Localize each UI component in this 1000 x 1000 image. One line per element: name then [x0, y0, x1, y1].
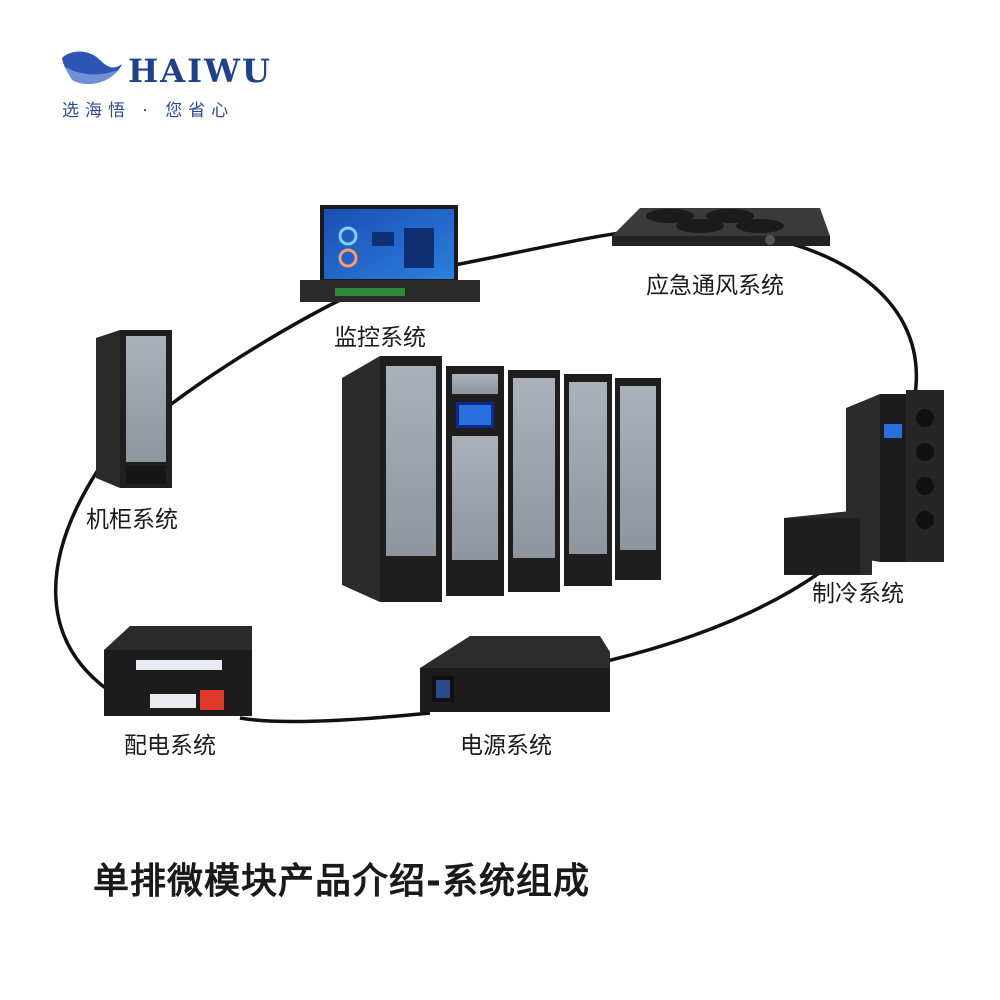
label-cabinet: 机柜系统	[86, 507, 178, 533]
cabinet-system-icon	[96, 330, 172, 488]
label-monitoring: 监控系统	[334, 325, 426, 351]
cooling-system-icon	[784, 390, 944, 575]
power-system-icon	[420, 636, 610, 712]
logo-wave-icon	[62, 51, 122, 85]
page-title: 单排微模块产品介绍-系统组成	[93, 861, 590, 902]
brand-slogan: 选海悟 · 您省心	[62, 101, 235, 121]
label-cooling: 制冷系统	[812, 581, 904, 607]
micro-module-cabinets-icon	[342, 356, 661, 602]
label-power: 电源系统	[460, 733, 552, 759]
distribution-system-icon	[104, 626, 252, 716]
monitoring-system-icon	[300, 205, 480, 302]
label-ventilation: 应急通风系统	[646, 273, 784, 299]
label-distribution: 配电系统	[124, 733, 216, 759]
ventilation-system-icon	[612, 208, 830, 246]
brand-name: HAIWU	[128, 52, 272, 90]
